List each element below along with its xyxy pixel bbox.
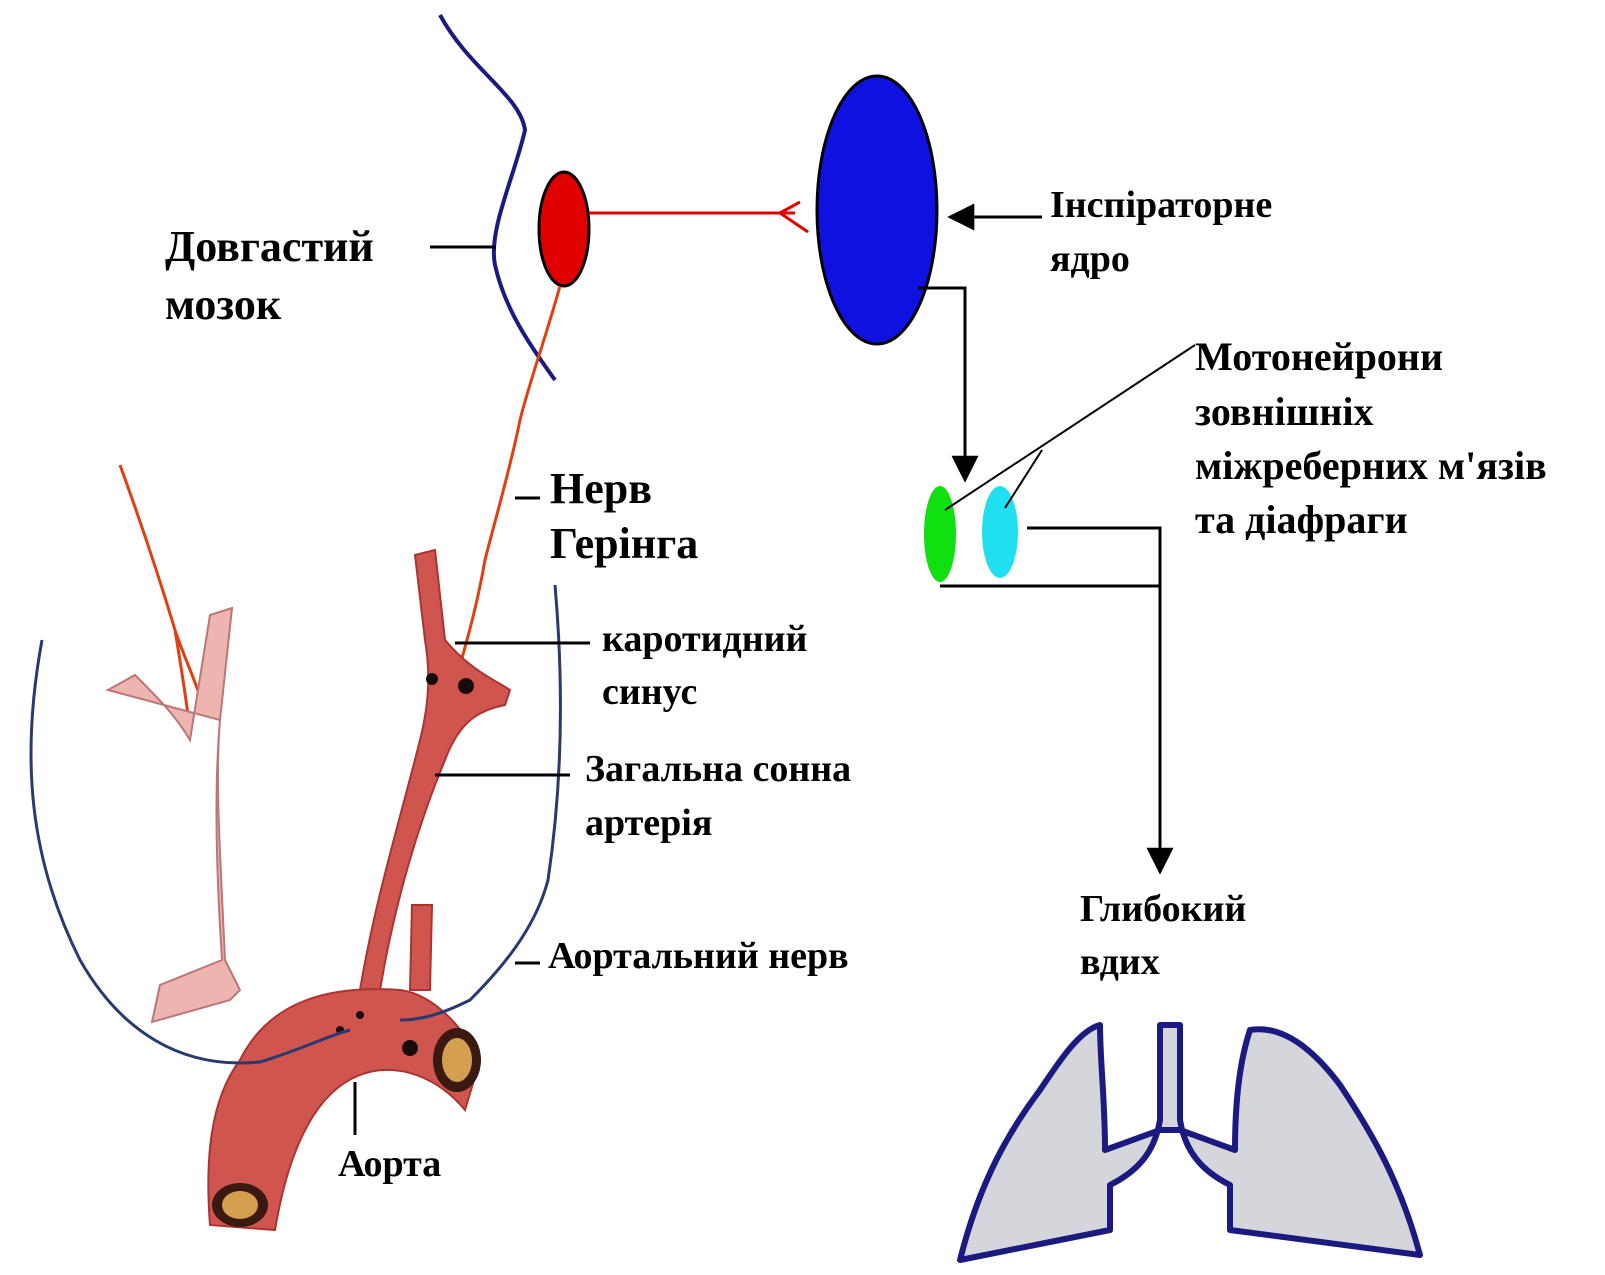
motoneurons-label-line3: міжреберних м'язів bbox=[1195, 446, 1547, 486]
aortic-receptor-3 bbox=[356, 1011, 364, 1019]
left-artery-pale bbox=[108, 608, 240, 1022]
common-carotid-label-line1: Загальна сонна bbox=[585, 750, 851, 788]
common-carotid-artery bbox=[360, 550, 510, 990]
medulla-label-line2: мозок bbox=[165, 283, 281, 327]
inspiratory-to-motoneurons-arrow bbox=[918, 288, 965, 480]
aorta-opening-bottom-inner bbox=[222, 1191, 258, 1219]
hering-label-line1: Нерв bbox=[550, 467, 652, 511]
inspiratory-nucleus bbox=[817, 76, 937, 344]
motoneuron-output-line-bottom bbox=[940, 586, 1160, 872]
aorta-opening-right-inner bbox=[442, 1038, 472, 1082]
motoneurons-label-line1: Мотонейрони bbox=[1195, 337, 1443, 377]
medulla-outline bbox=[440, 15, 555, 380]
motoneurons-label-line2: зовнішніх bbox=[1195, 392, 1374, 432]
motoneuron-label-pointer bbox=[945, 345, 1195, 510]
synapse-fork bbox=[780, 202, 808, 232]
medulla-label-line1: Довгастий bbox=[165, 225, 374, 269]
motoneuron-cyan bbox=[982, 486, 1018, 578]
carotid-sinus-label-line1: каротидний bbox=[602, 620, 807, 658]
common-carotid-label-line2: артерія bbox=[585, 804, 712, 842]
deep-breath-label-line2: вдих bbox=[1080, 943, 1160, 981]
aorta-label: Аорта bbox=[338, 1145, 441, 1183]
motoneuron-output-line-top bbox=[1027, 528, 1160, 860]
motoneuron-green bbox=[924, 486, 956, 582]
aorta-branch-right bbox=[410, 905, 432, 990]
carotid-sinus-receptor-2 bbox=[426, 673, 438, 685]
carotid-sinus-receptor bbox=[458, 678, 474, 694]
carotid-sinus-label-line2: синус bbox=[602, 673, 697, 711]
inspiratory-label-line1: Інспіраторне bbox=[1050, 186, 1272, 224]
aortic-receptor bbox=[402, 1040, 418, 1056]
sensory-nucleus bbox=[539, 172, 589, 286]
lungs bbox=[960, 1025, 1420, 1260]
hering-nerve bbox=[460, 286, 560, 665]
hering-label-line2: Герінга bbox=[550, 522, 698, 566]
motoneurons-label-line4: та діафраги bbox=[1195, 500, 1408, 540]
inspiratory-label-line2: ядро bbox=[1050, 240, 1130, 278]
aortic-nerve-label: Аортальний нерв bbox=[548, 937, 849, 975]
deep-breath-label-line1: Глибокий bbox=[1080, 890, 1246, 928]
